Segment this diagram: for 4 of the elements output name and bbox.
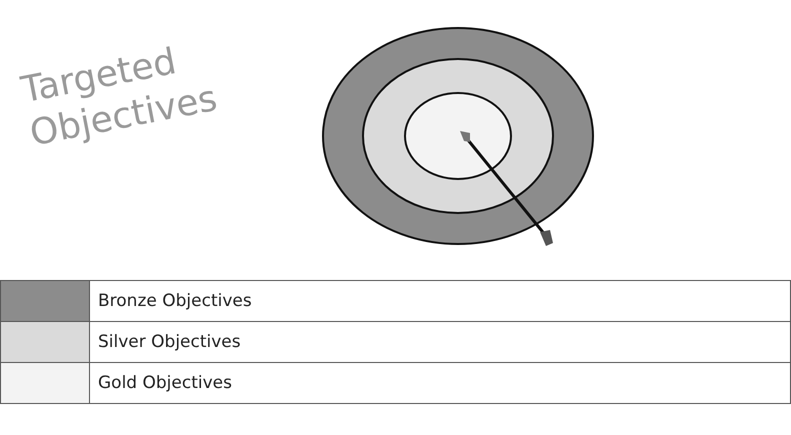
legend-label: Silver Objectives [90,322,790,362]
legend-label: Bronze Objectives [90,280,790,322]
legend-label: Gold Objectives [90,362,790,404]
title: Targeted Objectives [18,40,222,156]
